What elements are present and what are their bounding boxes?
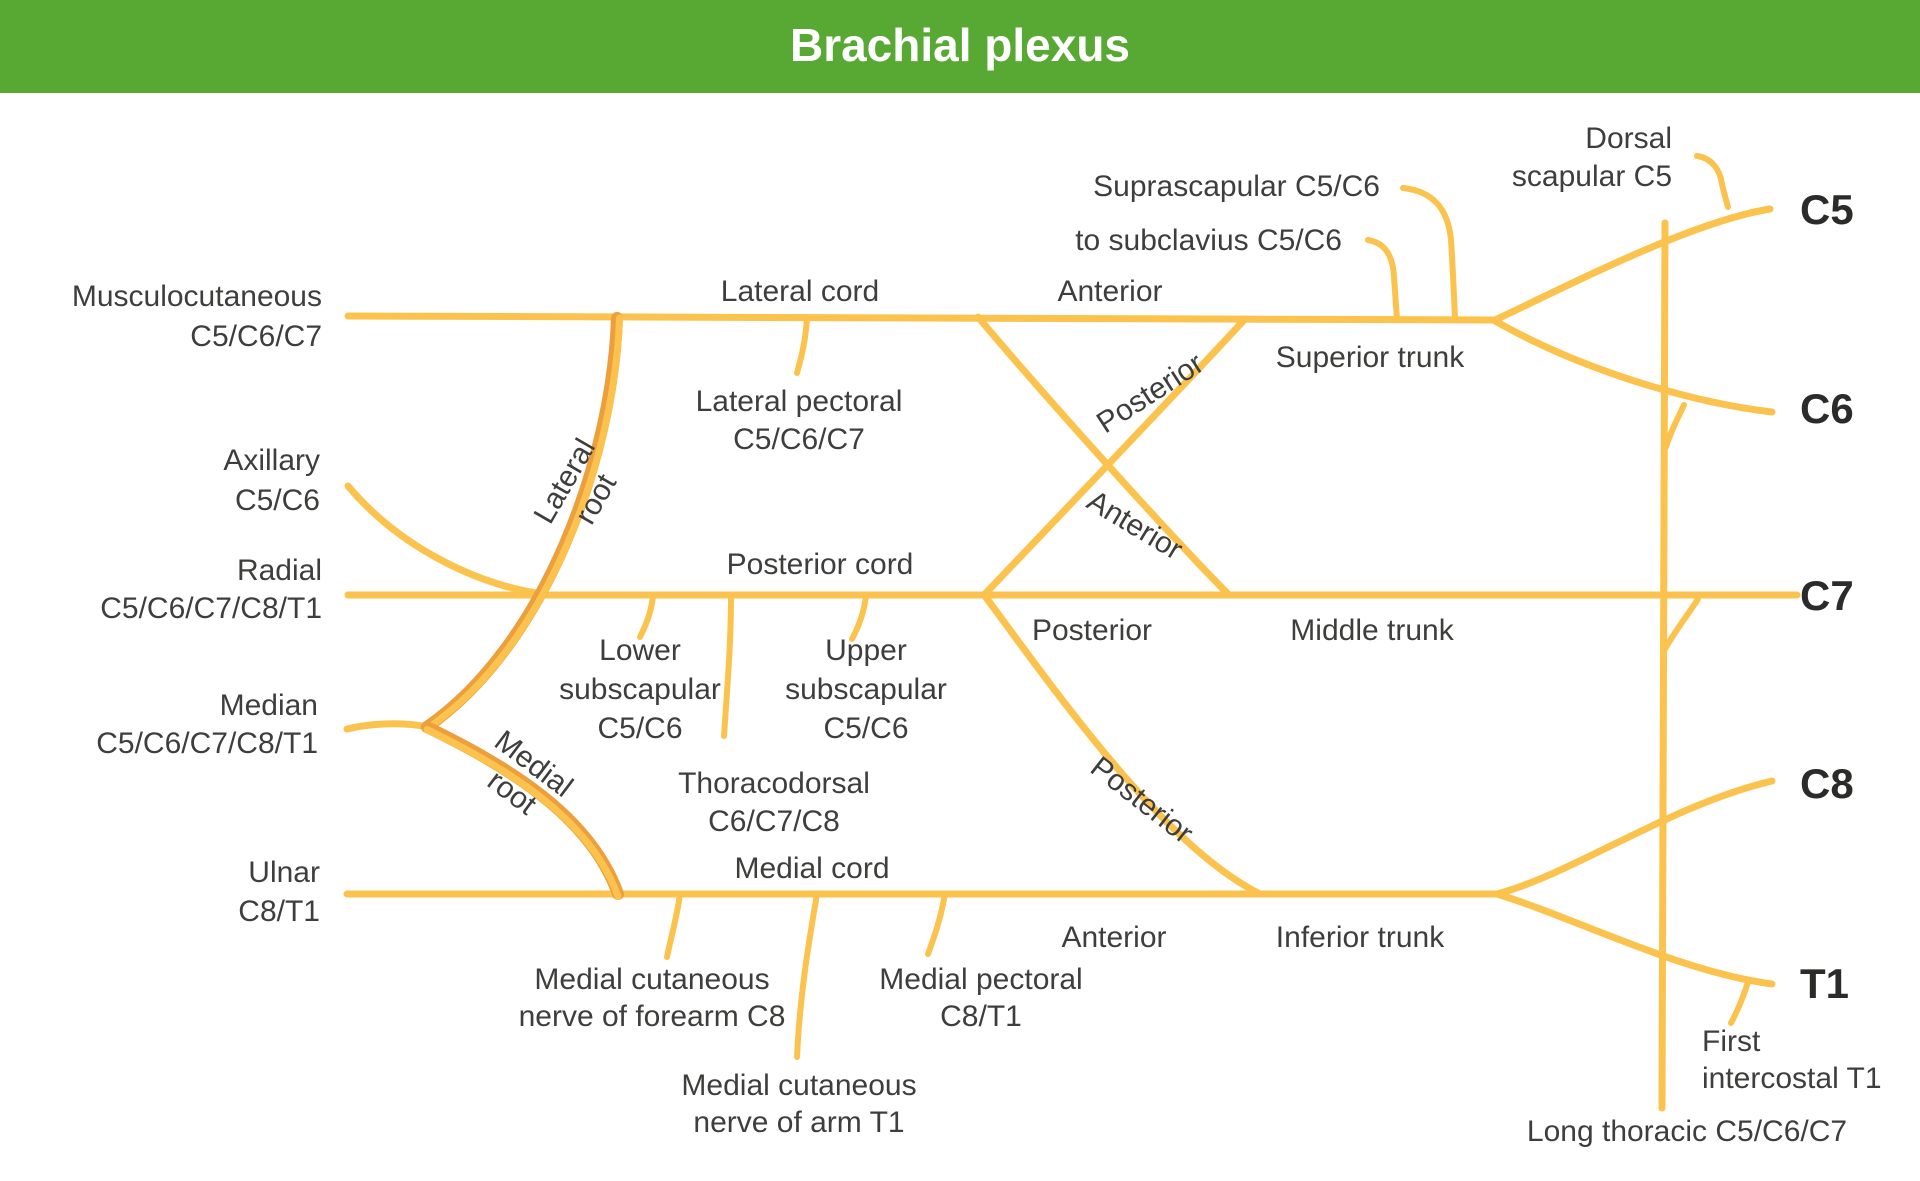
inferior-trunk-label: Inferior trunk [1276, 921, 1445, 954]
c8-root-line [1493, 777, 1776, 898]
lateral-cord-label: Lateral cord [721, 275, 879, 308]
lower-subscapular-label2: subscapular [559, 673, 721, 706]
c6-label: C6 [1800, 385, 1854, 432]
medial-cutaneous-forearm-branch [664, 891, 683, 960]
medial-cord-label: Medial cord [734, 852, 889, 885]
thoracodorsal-label: Thoracodorsal [678, 767, 870, 800]
anterior-bottom-label: Anterior [1061, 921, 1166, 954]
c7-label: C7 [1800, 572, 1854, 619]
musculocutaneous-roots-label: C5/C6/C7 [190, 320, 322, 353]
medial-pectoral-roots-label: C8/T1 [940, 1000, 1022, 1033]
axillary-roots-label: C5/C6 [235, 484, 320, 517]
posterior-mid-label: Posterior [1032, 614, 1152, 647]
superior-trunk-label: Superior trunk [1276, 341, 1465, 374]
dorsal-scapular-label: Dorsal [1585, 122, 1672, 155]
axillary-label: Axillary [223, 444, 320, 477]
page-title: Brachial plexus [790, 19, 1130, 71]
c5-label: C5 [1800, 186, 1854, 233]
c7-long-thoracic-connector [1662, 596, 1701, 652]
svg-text:Posterior: Posterior [1091, 347, 1210, 440]
medial-cutaneous-forearm-label: Medial cutaneous [534, 963, 769, 996]
medial-root-line [423, 726, 622, 900]
subclavius-branch [1365, 237, 1400, 322]
posterior-upper-label: Posterior [1091, 347, 1210, 440]
first-intercostal-branch [1728, 979, 1751, 1026]
header-banner [0, 0, 1920, 93]
upper-subscapular-roots-label: C5/C6 [823, 712, 908, 745]
anterior-division-middle-line [974, 313, 1232, 598]
upper-subscapular-label2: subscapular [785, 673, 947, 706]
median-line [343, 720, 431, 733]
radial-roots-label: C5/C6/C7/C8/T1 [100, 592, 322, 625]
suprascapular-branch [1400, 185, 1458, 322]
suprascapular-label: Suprascapular C5/C6 [1093, 170, 1380, 203]
lateral-pectoral-label: Lateral pectoral [696, 385, 903, 418]
lower-subscapular-branch [637, 593, 656, 640]
t1-label: T1 [1800, 960, 1849, 1007]
t1-root-line [1493, 890, 1776, 988]
ulnar-label: Ulnar [248, 856, 320, 889]
thoracodorsal-roots-label: C6/C7/C8 [708, 805, 840, 838]
lateral-root-line [426, 314, 623, 731]
posterior-lower-label: Posterior [1084, 750, 1199, 850]
posterior-division-inferior-line [981, 592, 1262, 897]
lower-subscapular-roots-label: C5/C6 [597, 712, 682, 745]
lower-subscapular-label: Lower [599, 634, 681, 667]
medial-cutaneous-forearm-label2: nerve of forearm C8 [519, 1000, 786, 1033]
middle-trunk-label: Middle trunk [1290, 614, 1454, 647]
to-subclavius-label: to subclavius C5/C6 [1075, 224, 1342, 257]
long-thoracic-label: Long thoracic C5/C6/C7 [1527, 1115, 1847, 1148]
lateral-cord-superior-trunk-line [344, 312, 1499, 324]
upper-subscapular-label: Upper [825, 634, 907, 667]
anterior-top-label: Anterior [1057, 275, 1162, 308]
dorsal-scapular-roots-label: scapular C5 [1512, 160, 1672, 193]
medial-cutaneous-arm-label: Medial cutaneous [681, 1069, 916, 1102]
radial-label: Radial [237, 554, 322, 587]
long-thoracic-line [1658, 219, 1669, 1112]
c8-label: C8 [1800, 760, 1854, 807]
axillary-line [344, 482, 547, 598]
medial-pectoral-branch [925, 891, 948, 957]
median-roots-label: C5/C6/C7/C8/T1 [96, 727, 318, 760]
thoracodorsal-branch [721, 593, 734, 739]
svg-text:Posterior: Posterior [1084, 750, 1199, 850]
medial-pectoral-label: Medial pectoral [879, 963, 1082, 996]
dorsal-scapular-branch [1694, 153, 1731, 210]
median-label: Median [220, 689, 318, 722]
c5-root-line [1491, 205, 1774, 324]
posterior-cord-label: Posterior cord [727, 548, 914, 581]
c6-root-line [1491, 317, 1776, 416]
lateral-pectoral-roots-label: C5/C6/C7 [733, 423, 865, 456]
musculocutaneous-label: Musculocutaneous [72, 280, 322, 313]
first-intercostal-label2: intercostal T1 [1702, 1062, 1882, 1095]
medial-cutaneous-arm-branch [794, 891, 820, 1060]
medial-cutaneous-arm-label2: nerve of arm T1 [693, 1106, 904, 1139]
ulnar-roots-label: C8/T1 [238, 895, 320, 928]
c6-long-thoracic-connector [1663, 402, 1687, 450]
upper-subscapular-branch [849, 593, 869, 642]
posterior-division-superior-line [981, 315, 1249, 598]
lateral-pectoral-branch [794, 314, 810, 376]
first-intercostal-label: First [1702, 1025, 1761, 1058]
